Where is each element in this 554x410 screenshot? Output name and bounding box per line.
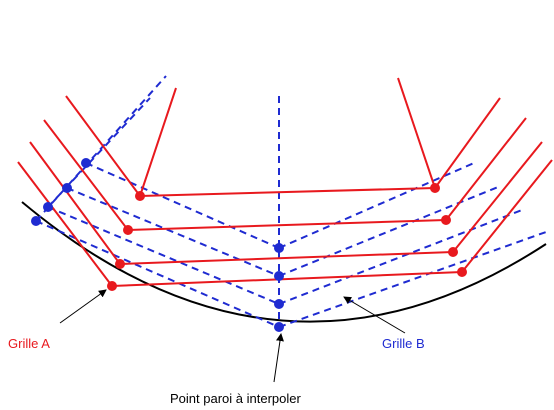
grid-a-row-2 [127, 219, 447, 231]
grid-b-v-right-3 [278, 209, 523, 305]
grid-a-label: Grille A [8, 336, 50, 351]
grid-b-v-left-2 [66, 187, 280, 277]
grid-b-v-left-3 [47, 206, 280, 305]
grid-b-node [274, 322, 284, 332]
grid-b-nodes [31, 158, 284, 332]
arrow-wall-point [273, 333, 284, 383]
grid-a-radial-left-1 [65, 95, 141, 197]
wall-curve [21, 201, 547, 323]
grid-a-node [441, 215, 451, 225]
grid-a-node [115, 259, 125, 269]
grid-b-ray-left-1 [35, 75, 167, 222]
grid-a-node [135, 191, 145, 201]
grid-a-radial-left-2 [43, 119, 129, 231]
grid-a-nodes [107, 183, 467, 291]
grid-a-row-4 [111, 271, 463, 287]
grid-a-radial-right-2 [445, 117, 527, 221]
arrow-grid-a [59, 289, 107, 324]
grid-b-v-right-2 [278, 186, 499, 277]
grid-a-row-3 [119, 251, 454, 265]
wall-point-label: Point paroi à interpoler [170, 391, 301, 406]
grid-a-node [107, 281, 117, 291]
grid-b-node [43, 202, 53, 212]
grid-b-node [31, 216, 41, 226]
grid-a-node [448, 247, 458, 257]
grid-a-node [430, 183, 440, 193]
grid-b-label: Grille B [382, 336, 425, 351]
grid-b-v-right-4 [278, 231, 547, 328]
grid-a-radial-left-1b [139, 87, 177, 197]
grid-b-node [274, 243, 284, 253]
grid-a-radial-left-4 [17, 161, 113, 287]
grid-a [17, 77, 553, 287]
grid-a-radial-right-1 [397, 77, 436, 189]
grid-b-node [274, 299, 284, 309]
grid-a-radial-right-4 [461, 159, 553, 273]
grid-b-v-left-4 [35, 220, 280, 328]
arrow-grid-b [343, 296, 406, 334]
grid-b-node [274, 271, 284, 281]
annotation-arrows [59, 289, 406, 383]
grid-a-row-1 [139, 187, 436, 197]
grid-a-node [457, 267, 467, 277]
grid-a-node [123, 225, 133, 235]
grid-b-node [62, 183, 72, 193]
grid-a-radial-right-3 [452, 141, 543, 253]
grid-b-node [81, 158, 91, 168]
grid-a-radial-left-3 [29, 141, 121, 265]
grid-a-radial-right-1b [434, 97, 501, 189]
